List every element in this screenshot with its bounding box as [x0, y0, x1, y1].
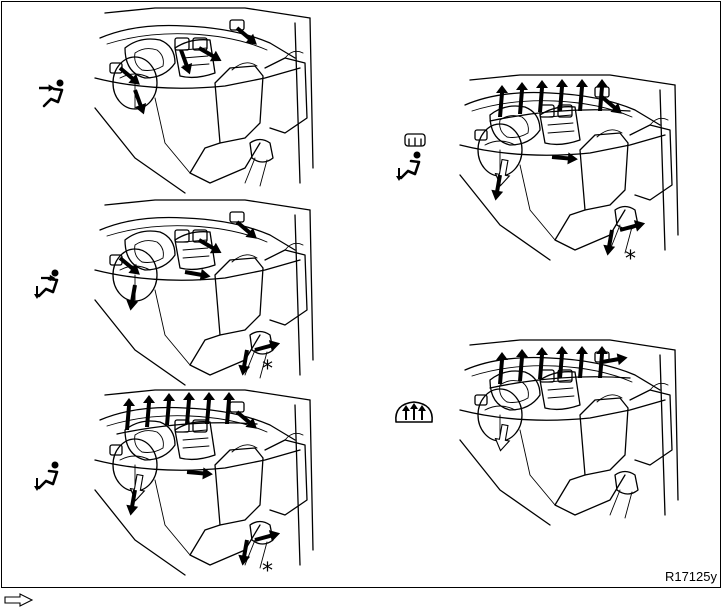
note-marker: * — [262, 357, 273, 382]
panel-foot — [95, 390, 313, 575]
panel-bi-level — [95, 200, 313, 385]
bi-level-mode-icon — [34, 270, 59, 300]
panel-face — [95, 8, 313, 193]
note-marker: * — [262, 559, 273, 584]
foot-mode-icon — [34, 462, 59, 492]
panel-defrost — [460, 340, 678, 525]
panel-foot-defrost — [460, 75, 678, 260]
foot-defrost-mode-icon — [396, 134, 425, 181]
defrost-mode-icon — [396, 402, 432, 422]
legend — [4, 592, 38, 608]
face-vent-mode-icon — [39, 80, 64, 107]
figure-code: R17125y — [665, 569, 717, 584]
hollow-arrow-icon — [4, 593, 34, 607]
note-marker: * — [625, 247, 636, 272]
